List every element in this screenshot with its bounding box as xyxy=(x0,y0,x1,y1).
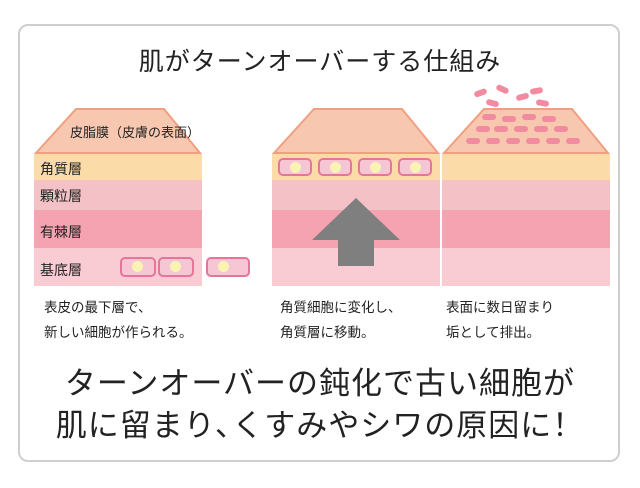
horny-cell xyxy=(398,158,432,176)
corneum-layer xyxy=(442,154,610,180)
horny-cell xyxy=(278,158,312,176)
granular-label: 顆粒層 xyxy=(40,189,82,205)
caption-stage-3: 表面に数日留まり 垢として排出。 xyxy=(446,296,554,346)
flaking-cells xyxy=(474,84,549,108)
shed-cells xyxy=(466,114,580,144)
caption-line: 垢として排出。 xyxy=(446,325,541,341)
spinous-layer xyxy=(34,210,202,248)
new-cell xyxy=(158,257,194,277)
panel-migration-stage xyxy=(272,108,440,286)
caption-line: 角質層に移動。 xyxy=(280,325,375,341)
spinous-layer xyxy=(442,210,610,248)
sebum-layer xyxy=(272,108,440,154)
caption-line: 角質細胞に変化し、 xyxy=(280,300,402,316)
caption-stage-1: 表皮の最下層で、 新しい細胞が作られる。 xyxy=(44,296,193,346)
sebum-label: 皮脂膜（皮膚の表面） xyxy=(70,126,201,141)
up-arrow-icon xyxy=(312,198,400,266)
granular-layer xyxy=(34,180,202,210)
panel-basal-stage: 皮脂膜（皮膚の表面） 角質層 顆粒層 有棘層 基底層 xyxy=(34,108,250,286)
diagram-title: 肌がターンオーバーする仕組み xyxy=(138,47,502,76)
horny-cell xyxy=(318,158,352,176)
sebum-layer xyxy=(34,108,202,154)
conclusion-line-2: 肌に留まり､くすみやシワの原因に！ xyxy=(55,408,585,444)
corneum-layer xyxy=(34,154,202,180)
caption-stage-2: 角質細胞に変化し、 角質層に移動。 xyxy=(280,296,402,346)
corneum-label: 角質層 xyxy=(40,162,82,178)
spinous-label: 有棘層 xyxy=(40,225,82,241)
basal-label: 基底層 xyxy=(40,263,82,279)
basal-layer xyxy=(442,248,610,286)
horny-cell xyxy=(358,158,392,176)
caption-line: 表面に数日留まり xyxy=(446,300,554,316)
caption-line: 新しい細胞が作られる。 xyxy=(44,325,193,341)
granular-layer xyxy=(442,180,610,210)
conclusion-line-1: ターンオーバーの鈍化で古い細胞が xyxy=(64,366,576,402)
caption-line: 表皮の最下層で、 xyxy=(44,300,152,316)
new-cell xyxy=(120,257,156,277)
new-cell xyxy=(206,257,250,277)
panel-shedding-stage xyxy=(442,84,610,286)
sebum-layer xyxy=(442,108,610,154)
